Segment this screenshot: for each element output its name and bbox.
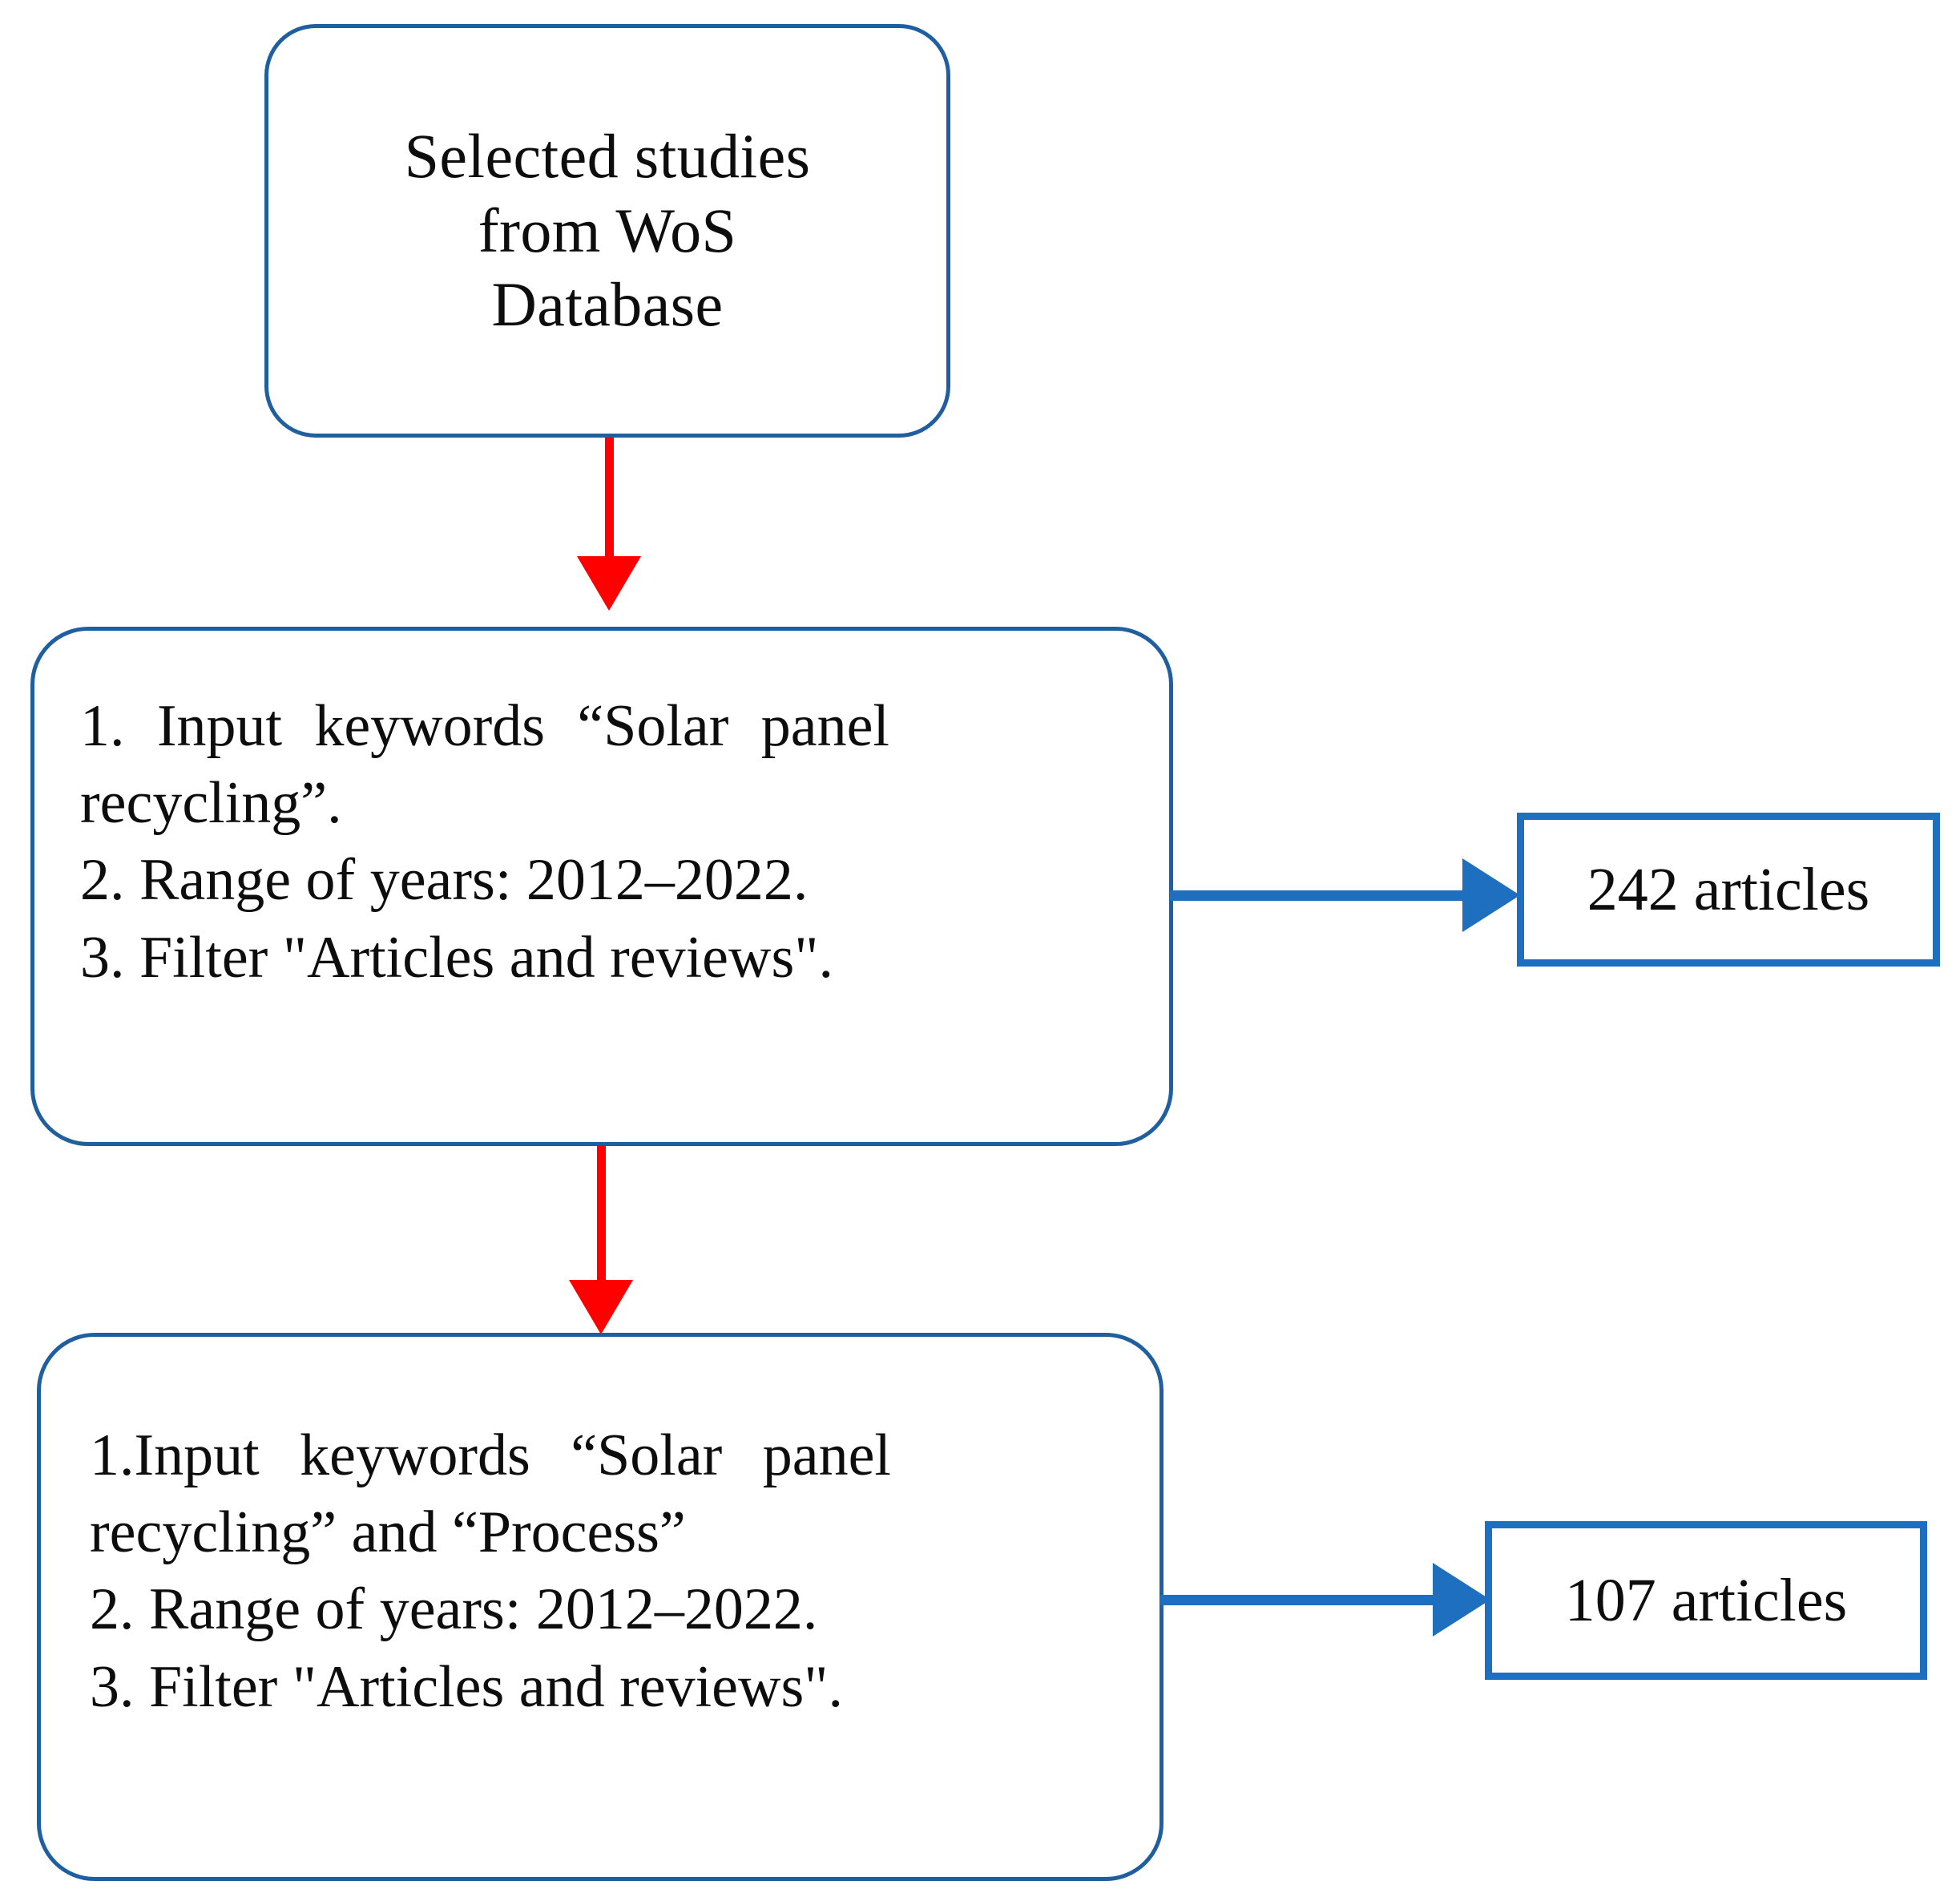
node-query-1-line-2: recycling”. <box>80 770 342 837</box>
node-query-2-text: 1.Input keywords “Solar panel recycling”… <box>90 1417 891 1725</box>
node-selected-studies-text: Selected studies from WoS Database <box>405 119 811 342</box>
arrow-head-right-icon <box>1433 1563 1490 1637</box>
node-result-242-articles-label: 242 articles <box>1587 855 1870 923</box>
node-result-107-articles: 107 articles <box>1485 1521 1927 1680</box>
node-query-2-line-4: 3. Filter "Articles and reviews". <box>90 1653 843 1720</box>
node-selected-studies-line-1: Selected studies <box>404 120 811 191</box>
node-selected-studies-line-3: Database <box>491 269 724 340</box>
arrow-head-down-icon <box>569 1280 633 1334</box>
node-query-2 <box>37 1333 1163 1881</box>
node-query-1 <box>30 627 1173 1146</box>
arrow-shaft <box>1170 890 1466 901</box>
node-selected-studies: Selected studies from WoS Database <box>264 24 950 438</box>
arrow-head-down-icon <box>577 556 641 611</box>
node-query-1-line-1: 1. Input keywords “Solar panel <box>80 693 889 759</box>
arrow-shaft <box>1160 1594 1437 1605</box>
node-query-1-line-4: 3. Filter "Articles and reviews". <box>80 924 833 991</box>
node-query-2-line-3: 2. Range of years: 2012–2022. <box>90 1576 818 1643</box>
arrow-shaft <box>596 1145 606 1282</box>
node-selected-studies-line-2: from WoS <box>478 195 737 265</box>
node-query-2-line-1: 1.Input keywords “Solar panel <box>90 1423 891 1488</box>
arrow-shaft <box>604 438 614 558</box>
node-result-107-articles-label: 107 articles <box>1564 1566 1848 1634</box>
node-result-242-articles: 242 articles <box>1517 813 1940 967</box>
node-query-1-text: 1. Input keywords “Solar panel recycling… <box>80 688 889 996</box>
node-query-2-line-2: recycling” and “Process” <box>90 1499 686 1566</box>
arrow-head-right-icon <box>1462 858 1520 932</box>
node-query-1-line-3: 2. Range of years: 2012–2022. <box>80 847 809 914</box>
